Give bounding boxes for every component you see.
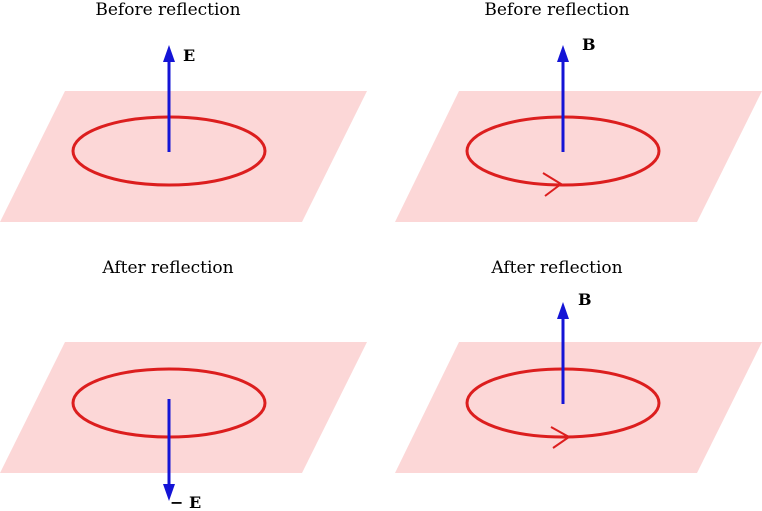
panel-after-e: After reflection − E bbox=[0, 258, 367, 511]
plane bbox=[395, 342, 762, 473]
panel-title: Before reflection bbox=[484, 0, 629, 20]
panel-title: After reflection bbox=[490, 258, 622, 278]
plane bbox=[395, 91, 762, 222]
plane bbox=[0, 91, 367, 222]
vector-label-b: B bbox=[582, 35, 596, 54]
panel-title: Before reflection bbox=[95, 0, 240, 20]
panel-title: After reflection bbox=[101, 258, 233, 278]
vector-label-b: B bbox=[578, 290, 592, 309]
vector-label-minus-e: − E bbox=[170, 493, 201, 511]
b-field-arrowhead bbox=[557, 302, 569, 319]
plane bbox=[0, 342, 367, 473]
panel-before-e: Before reflection E bbox=[0, 0, 367, 222]
b-field-arrowhead bbox=[557, 45, 569, 62]
e-field-arrowhead bbox=[163, 484, 175, 501]
current-direction-arrow bbox=[542, 172, 563, 197]
current-direction-arrow bbox=[550, 426, 571, 449]
vector-label-e: E bbox=[183, 46, 195, 65]
panel-after-b: After reflection B bbox=[395, 258, 762, 473]
e-field-arrowhead bbox=[163, 45, 175, 62]
panel-before-b: Before reflection B bbox=[395, 0, 762, 222]
